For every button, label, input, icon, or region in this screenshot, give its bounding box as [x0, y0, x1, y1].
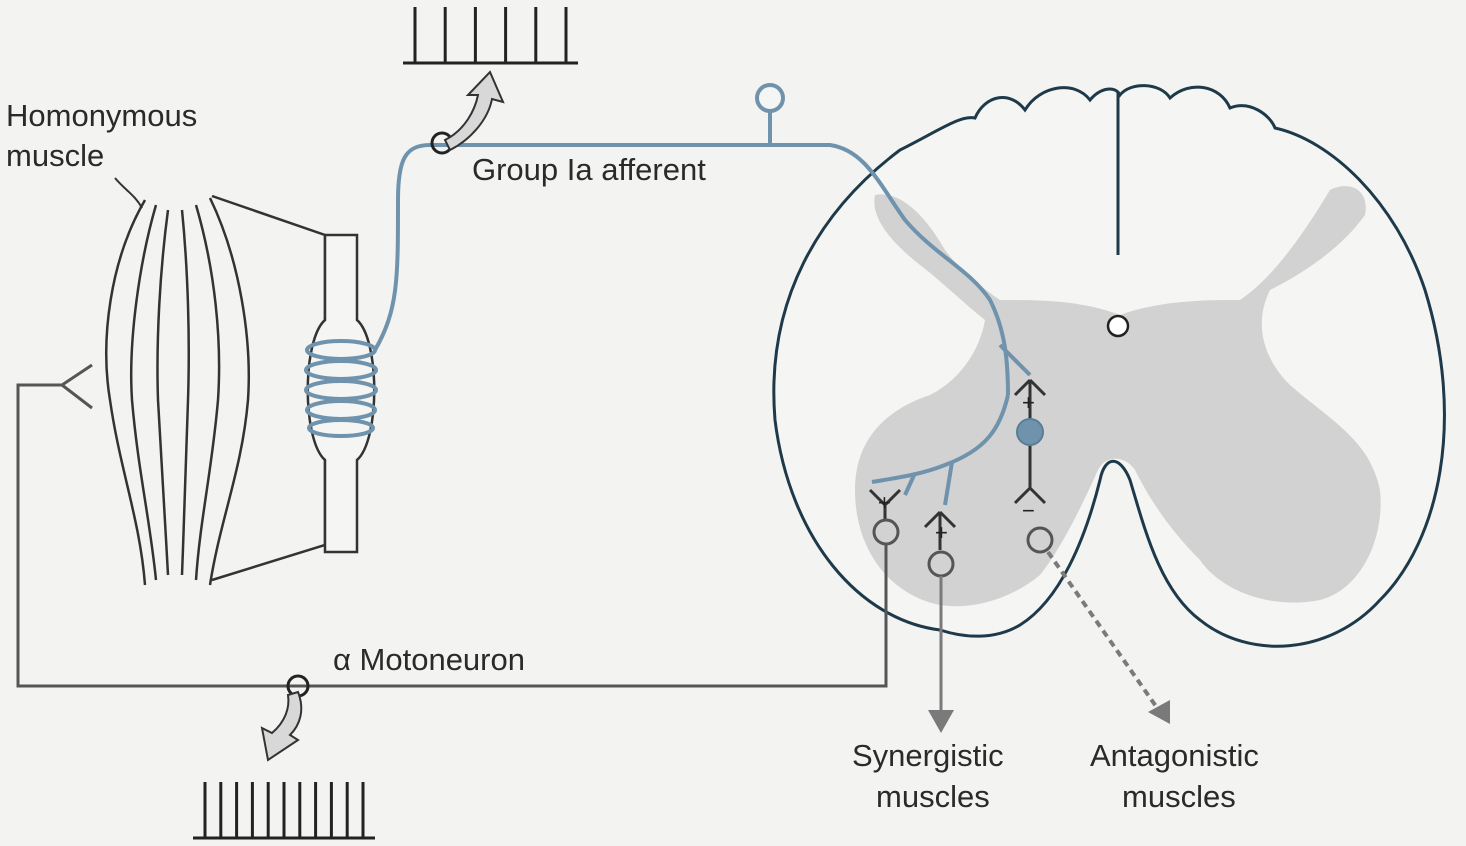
inhibitory-interneuron [1017, 419, 1043, 445]
minus-sign-antagonist: − [1022, 498, 1035, 523]
antagonistic-label-line2: muscles [1122, 779, 1236, 814]
homonymous-leader-line [115, 178, 142, 208]
spinal-cord-section [774, 86, 1445, 647]
homonymous-label-line2: muscle [6, 138, 104, 173]
plus-sign-homonymous: + [878, 490, 891, 515]
antagonist-motoneuron [1028, 528, 1052, 552]
afferent-spike-train [403, 7, 578, 63]
plus-sign-interneuron: + [1022, 390, 1035, 415]
synergistic-label-line2: muscles [876, 779, 990, 814]
muscle-spindle [306, 235, 376, 552]
motoneuron-spike-train [193, 782, 375, 838]
homonymous-muscle [106, 196, 325, 585]
plus-sign-synergist: + [935, 520, 948, 545]
homonymous-label-line1: Homonymous [6, 98, 197, 133]
homonymous-motoneuron [874, 520, 898, 544]
motoneuron-label: α Motoneuron [333, 642, 525, 677]
central-canal [1108, 316, 1128, 336]
synergistic-arrowhead [928, 710, 954, 733]
antagonistic-output-arrow [1048, 552, 1160, 712]
motoneuron-recording-arrow [262, 692, 301, 760]
synergistic-label-line1: Synergistic [852, 738, 1004, 773]
dorsal-root-ganglion [757, 85, 783, 111]
afferent-recording-arrow [445, 72, 503, 150]
group-ia-label: Group Ia afferent [472, 152, 706, 187]
antagonistic-label-line1: Antagonistic [1090, 738, 1259, 773]
antagonistic-arrowhead [1148, 700, 1170, 724]
synergist-motoneuron [929, 552, 953, 576]
